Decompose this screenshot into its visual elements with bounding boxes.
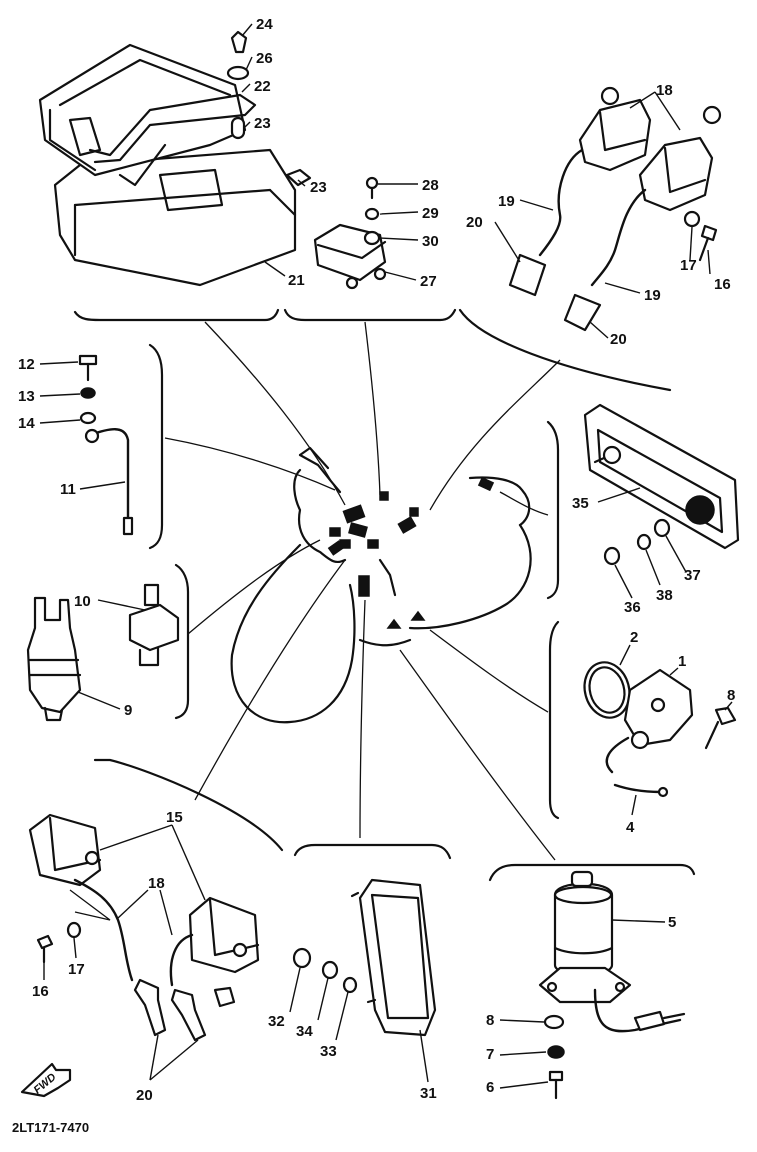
solenoid-assembly [499,870,686,1100]
callout-19-top-right: 19 [644,287,661,304]
callout-32: 32 [268,1013,285,1030]
callout-12: 12 [18,356,35,373]
callout-11: 11 [60,481,76,498]
relay-assembly [313,176,419,290]
callout-18-top: 18 [656,82,673,99]
reflector-assembly [289,878,437,1083]
engine-outline [230,446,532,724]
ignition-coil-pair-top [494,86,722,339]
callout-35: 35 [572,495,589,512]
electrical-box-assembly [38,23,312,287]
callout-20-bottom: 20 [136,1087,153,1104]
callout-6: 6 [486,1079,494,1096]
callout-23-upper: 23 [254,115,271,132]
callout-5: 5 [668,914,676,931]
callout-8-bottom: 8 [486,1012,494,1029]
callout-24: 24 [256,16,273,33]
callout-16-top: 16 [714,276,731,293]
callout-2: 2 [630,629,638,646]
callout-17-bottom: 17 [68,961,85,978]
callout-15: 15 [166,809,183,826]
sensor-switch-assembly [26,583,180,722]
group-brackets [73,308,696,882]
callout-8-right: 8 [727,687,735,704]
callout-30: 30 [422,233,439,250]
callout-37: 37 [684,567,701,584]
callout-36: 36 [624,599,641,616]
callout-27: 27 [420,273,437,290]
callout-13: 13 [18,388,35,405]
callout-18-bottom: 18 [148,875,165,892]
callout-22: 22 [254,78,271,95]
callout-20-top-right: 20 [610,331,627,348]
callout-31: 31 [420,1085,437,1102]
callout-34: 34 [296,1023,313,1040]
callout-19-top-left: 19 [498,193,515,210]
group-leader-lines [164,321,561,861]
front-direction-arrow: FWD [20,1062,72,1098]
callout-4: 4 [626,819,635,836]
callout-28: 28 [422,177,439,194]
callout-23-lower: 23 [310,179,327,196]
ignition-coil-pair-bottom [28,813,260,1081]
callout-16-bottom: 16 [32,983,49,1000]
callout-20-top-left: 20 [466,214,483,231]
callout-17-top: 17 [680,257,697,274]
lamp-assembly [583,403,740,599]
callout-29: 29 [422,205,439,222]
callout-26: 26 [256,50,273,67]
callout-38: 38 [656,587,673,604]
callout-labels: 24 26 22 23 23 28 29 30 27 21 18 19 20 1… [18,16,735,1104]
pump-cover-assembly [583,644,737,816]
callout-33: 33 [320,1043,337,1060]
ground-lead-assembly [39,354,134,536]
drawing-code: 2LT171-7470 [12,1120,89,1135]
callout-10: 10 [74,593,91,610]
callout-21: 21 [288,272,305,289]
callout-1: 1 [678,653,686,670]
callout-9: 9 [124,702,132,719]
callout-14: 14 [18,415,35,432]
callout-7: 7 [486,1046,494,1063]
